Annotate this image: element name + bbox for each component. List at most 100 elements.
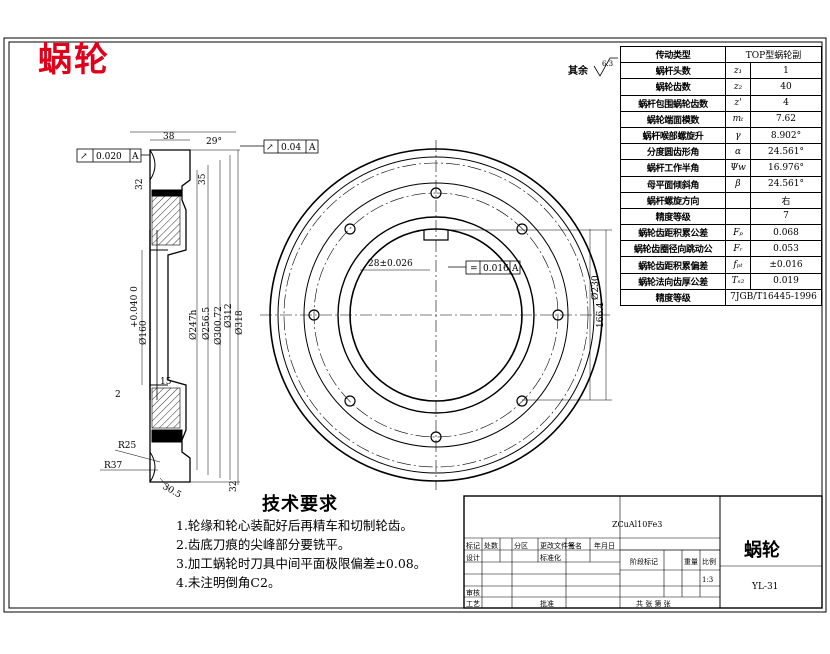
tb-weight: 重量 [684, 558, 698, 566]
param-symbol: z₂ [725, 78, 751, 96]
tb-process: 工艺 [466, 600, 480, 608]
section-view [100, 131, 240, 491]
param-name: 蜗轮齿圈径向跳动公 [620, 240, 726, 258]
runout1-value: 0.020 [96, 152, 122, 162]
tb-mark: 标记 [466, 542, 480, 550]
tolerance-frame-runout-1 [76, 148, 150, 163]
param-symbol [725, 191, 751, 209]
dim-32-left: 32 [135, 179, 145, 190]
param-name: 精度等级 [620, 288, 726, 307]
tb-doc-no: 更改文件号 [540, 542, 575, 550]
dim-38: 38 [163, 132, 175, 142]
param-name: 蜗杆头数 [620, 62, 726, 80]
param-value: 7 [750, 207, 822, 226]
param-name: 精度等级 [620, 207, 726, 226]
part-name: 蜗轮 [744, 540, 780, 561]
tech-item-2: 2.齿底刀痕的尖峰部分要铣平。 [176, 537, 351, 552]
param-name: 蜗杆工作半角 [620, 159, 726, 177]
dim-247: Ø247h [188, 309, 199, 340]
param-name: 蜗轮齿数 [620, 78, 726, 96]
param-symbol: Fₚ [725, 224, 751, 242]
dim-256: Ø256.5 [201, 307, 212, 340]
param-value: 40 [750, 78, 822, 96]
surface-note-value: 6.3 [602, 60, 613, 68]
param-symbol: z' [725, 94, 751, 112]
dim-300: Ø300.72 [213, 306, 224, 345]
front-view [260, 140, 612, 490]
sym-value: 0.016 [483, 264, 509, 274]
key-width-dim: 28±0.026 [368, 259, 413, 269]
param-symbol [725, 207, 751, 226]
inner-dia-dim: Ø230 [590, 275, 601, 300]
param-name: 传动类型 [620, 45, 726, 64]
param-value: 24.561° [750, 175, 822, 193]
param-value: ±0.016 [750, 256, 822, 274]
param-name: 蜗杆喉部螺旋升 [620, 126, 726, 145]
watermark-title: 蜗轮 [38, 40, 110, 80]
param-value: 7.62 [750, 110, 822, 128]
runout2-symbol: ↗ [266, 143, 274, 153]
param-symbol: mₜ [725, 110, 751, 128]
material: ZCuAl10Fe3 [612, 520, 663, 529]
tb-ratio: 比例 [702, 558, 716, 566]
runout1-symbol: ↗ [80, 152, 88, 162]
scale: 1:3 [702, 576, 714, 584]
dim-r37: R37 [104, 461, 123, 471]
outer-border [3, 37, 827, 613]
dim-160-tol: +0.040 0 [130, 286, 140, 328]
dim-312: Ø312 [223, 303, 234, 328]
surface-note-label: 其余 [568, 64, 589, 77]
param-value: 0.068 [750, 224, 822, 242]
param-value: 右 [750, 191, 822, 209]
param-value: 7JGB/T16445-1996 [725, 288, 822, 307]
dim-160: Ø160 [138, 320, 149, 345]
param-symbol: Ψw [725, 159, 751, 177]
title-block [463, 495, 823, 609]
tb-sign: 签名 [568, 542, 582, 550]
tb-design: 设计 [466, 554, 480, 562]
param-name: 分度圆齿形角 [620, 143, 726, 161]
param-value: 8.902° [750, 126, 822, 145]
dim-r25: R25 [118, 441, 137, 451]
param-value: 24.561° [750, 143, 822, 161]
param-symbol: γ [725, 126, 751, 145]
param-name: 蜗轮齿距积累偏差 [620, 256, 726, 274]
tech-item-3: 3.加工蜗轮时刀具中间平面极限偏差±0.08。 [176, 556, 427, 571]
param-name: 蜗杆螺旋方向 [620, 191, 726, 209]
height-dim: 166.4 [596, 302, 606, 328]
param-symbol: Tₛ₂ [725, 272, 751, 290]
tb-standard: 标准化 [540, 554, 561, 562]
tb-zone: 分区 [514, 542, 528, 550]
dim-angle: 29° [206, 137, 222, 147]
param-value: 1 [750, 62, 822, 80]
param-value: 4 [750, 94, 822, 112]
param-symbol: β [725, 175, 751, 193]
tb-date: 年月日 [594, 542, 615, 550]
tb-approve: 批准 [540, 600, 554, 608]
param-row: 蜗杆螺旋方向 右 [620, 191, 822, 209]
param-name: 蜗轮端面模数 [620, 110, 726, 128]
bolt-holes [308, 187, 564, 443]
param-name: 蜗杆包围蜗轮齿数 [620, 94, 726, 112]
inner-border [8, 41, 823, 609]
dim-30-5: 30.5 [161, 482, 184, 501]
tb-stage-mark: 阶段标记 [630, 558, 658, 566]
param-symbol: Fᵣ [725, 240, 751, 258]
param-value: TOP型蜗轮副 [725, 45, 822, 64]
param-name: 蜗轮齿距积累公差 [620, 224, 726, 242]
runout1-datum: A [131, 152, 139, 162]
runout2-value: 0.04 [281, 143, 301, 153]
runout2-datum: A [308, 143, 316, 153]
